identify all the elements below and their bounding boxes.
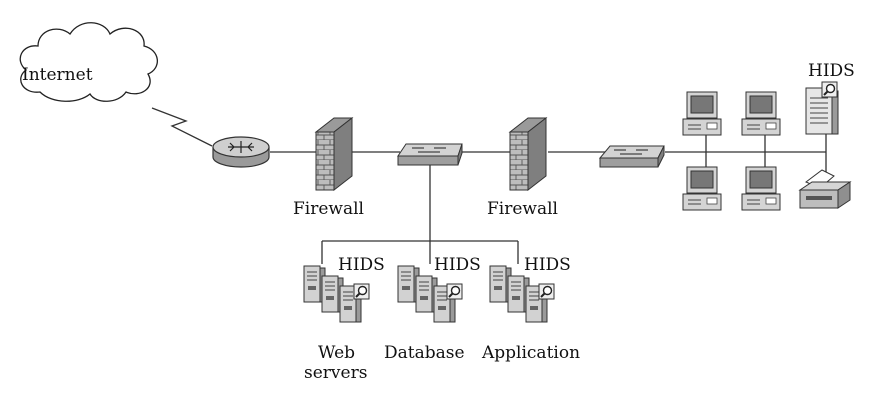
router-icon (212, 136, 270, 168)
internet-label: Internet (22, 65, 93, 85)
hids-workstation-label: HIDS (808, 61, 855, 81)
network-switch-right-icon (598, 145, 665, 168)
magnifier-icon (538, 283, 555, 300)
firewall-left-label: Firewall (293, 199, 364, 219)
connection-lines (151, 107, 827, 264)
hids-web-label: HIDS (338, 255, 385, 275)
desktop-computer-icon (682, 166, 722, 211)
desktop-computer-icon (741, 91, 781, 136)
magnifier-icon (821, 81, 838, 98)
link-internet-router (151, 107, 213, 147)
magnifier-icon (353, 283, 370, 300)
firewall-left-icon (314, 116, 354, 192)
web-servers-label-line2: servers (304, 363, 367, 383)
hids-database-label: HIDS (434, 255, 481, 275)
firewall-right-label: Firewall (487, 199, 558, 219)
internet-cloud-icon (19, 22, 158, 102)
magnifier-icon (446, 283, 463, 300)
network-switch-center-icon (397, 143, 463, 166)
printer-icon (798, 169, 852, 209)
desktop-computer-icon (741, 166, 781, 211)
application-label: Application (481, 343, 580, 363)
firewall-right-icon (508, 116, 548, 192)
hids-application-label: HIDS (524, 255, 571, 275)
desktop-computer-icon (682, 91, 722, 136)
hids-server-icon (805, 81, 839, 135)
database-label: Database (384, 343, 465, 363)
web-servers-label-line1: Web (318, 343, 355, 363)
